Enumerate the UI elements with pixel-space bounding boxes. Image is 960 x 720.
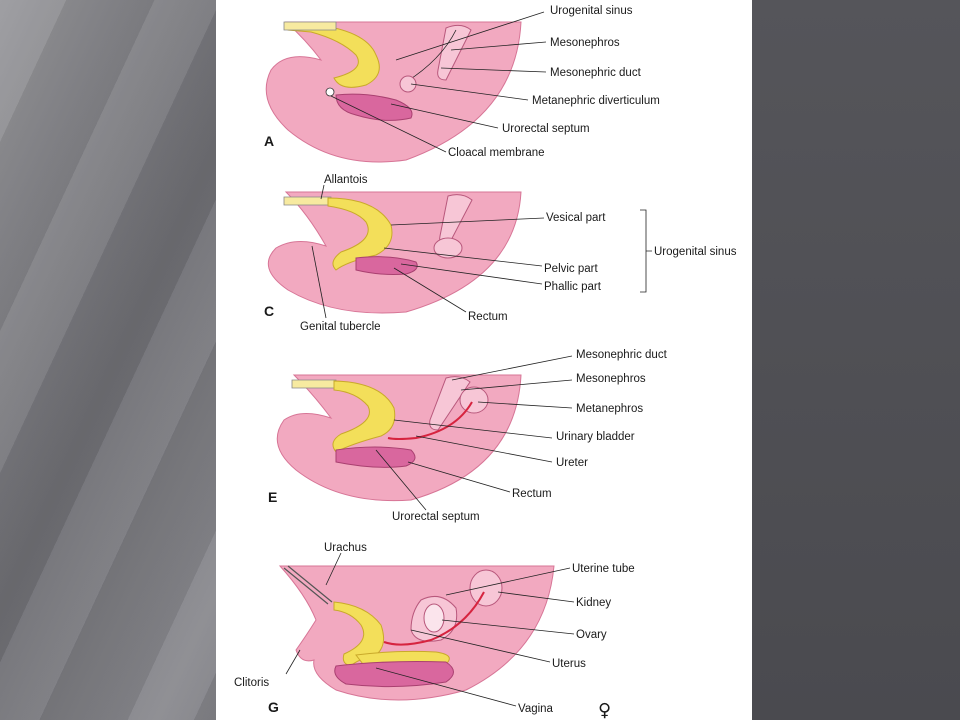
label-urorectal-septum-e: Urorectal septum xyxy=(392,511,480,523)
panel-e-tissue xyxy=(276,374,522,502)
panel-e-metanephros xyxy=(459,386,489,414)
panel-g-rectum xyxy=(334,661,454,688)
panel-a-cloacal-membrane xyxy=(325,87,335,97)
panel-g-leader-kidney xyxy=(497,591,575,603)
panel-a-hindgut xyxy=(335,93,413,121)
panel-c-leader-phallic xyxy=(400,263,543,285)
label-clitoris: Clitoris xyxy=(234,677,269,689)
label-vesical-part: Vesical part xyxy=(546,212,606,224)
panel-c-urogenital-sinus xyxy=(327,197,393,271)
label-uterine-tube: Uterine tube xyxy=(572,563,635,575)
panel-a-tissue xyxy=(265,21,522,163)
panel-g-ovary xyxy=(423,603,445,633)
label-ovary: Ovary xyxy=(576,629,607,641)
panel-e-leader-4 xyxy=(393,419,553,439)
panel-c-tissue xyxy=(267,191,522,314)
panel-a-leader-6 xyxy=(330,95,447,153)
panel-c-leader-pelvic xyxy=(383,247,543,267)
panel-letter-c: C xyxy=(264,303,274,319)
label-cloacal-membrane: Cloacal membrane xyxy=(448,147,545,159)
panel-c-leader-genital xyxy=(311,245,327,319)
panel-g-leader-vagina xyxy=(375,667,517,707)
label-allantois: Allantois xyxy=(324,174,368,186)
label-metanephros: Metanephros xyxy=(576,403,643,415)
panel-letter-a: A xyxy=(264,133,274,149)
panel-e-rectum xyxy=(335,446,416,468)
panel-a-allantois-tube xyxy=(283,21,337,31)
panel-e-leader-3 xyxy=(477,401,573,409)
panel-e-leader-2 xyxy=(460,379,573,391)
label-mesonephros-e: Mesonephros xyxy=(576,373,646,385)
panel-c-leader-allantois xyxy=(320,184,325,200)
figure-page: Urogenital sinus Mesonephros Mesonephric… xyxy=(216,0,752,720)
label-rectum-e: Rectum xyxy=(512,488,552,500)
panel-a-leader-5 xyxy=(390,103,499,129)
panel-g-urachus xyxy=(283,565,333,605)
slide-right-band xyxy=(752,0,960,720)
panel-a-urogenital-sinus xyxy=(287,23,380,88)
panel-a-mesonephros xyxy=(437,24,472,81)
panel-e: Mesonephric duct Mesonephros Metanephros… xyxy=(268,349,668,523)
panel-e-leader-5 xyxy=(415,435,553,463)
panel-g-leader-clitoris xyxy=(285,649,301,675)
panel-c-leader-rectum xyxy=(393,267,467,313)
label-vagina: Vagina xyxy=(518,703,554,715)
panel-a-leader-1 xyxy=(395,11,545,61)
panel-c-leader-vesical xyxy=(390,217,545,226)
label-pelvic-part: Pelvic part xyxy=(544,263,598,275)
panel-a-leader-2 xyxy=(450,41,547,51)
panel-c-rectum xyxy=(355,256,418,275)
panel-a-leader-3 xyxy=(440,67,547,73)
panel-a: Urogenital sinus Mesonephros Mesonephric… xyxy=(264,5,660,163)
label-uterus: Uterus xyxy=(552,658,586,670)
label-urorectal-septum: Urorectal septum xyxy=(502,123,590,135)
panel-g: Urachus Uterine tube Kidney Ovary Uterus… xyxy=(234,542,635,720)
panel-letter-e: E xyxy=(268,489,277,505)
panel-c-allantois-tube xyxy=(283,196,332,206)
panel-e-leader-7 xyxy=(375,449,427,511)
panel-a-metanephric-bud xyxy=(399,75,417,93)
panel-g-leader-urachus xyxy=(325,552,342,586)
label-mesonephros: Mesonephros xyxy=(550,37,620,49)
embryology-figure: Urogenital sinus Mesonephros Mesonephric… xyxy=(234,5,737,720)
label-urachus: Urachus xyxy=(324,542,367,554)
panel-g-leader-uterine-tube xyxy=(445,567,571,596)
panel-e-leader-1 xyxy=(451,355,573,381)
panel-a-leader-4 xyxy=(410,83,529,101)
female-symbol-icon: ♀ xyxy=(598,700,611,720)
label-metanephric-diverticulum: Metanephric diverticulum xyxy=(532,95,660,107)
label-mesonephric-duct: Mesonephric duct xyxy=(550,67,642,79)
panel-letter-g: G xyxy=(268,699,279,715)
panel-c-bracket xyxy=(640,209,652,293)
label-mesonephric-duct-e: Mesonephric duct xyxy=(576,349,668,361)
label-ureter: Ureter xyxy=(556,457,588,469)
panel-c: Allantois Vesical part Pelvic part Phall… xyxy=(264,174,737,333)
panel-g-leader-uterus xyxy=(410,629,551,663)
panel-g-kidney xyxy=(469,569,503,607)
panel-e-allantois-tube xyxy=(291,379,337,389)
label-kidney: Kidney xyxy=(576,597,611,609)
label-phallic-part: Phallic part xyxy=(544,281,602,293)
panel-c-metanephros xyxy=(433,237,463,259)
panel-e-ureter xyxy=(387,401,473,440)
label-rectum-c: Rectum xyxy=(468,311,508,323)
label-urinary-bladder: Urinary bladder xyxy=(556,431,635,443)
label-urogenital-sinus: Urogenital sinus xyxy=(550,5,633,17)
label-urogenital-sinus-bracket: Urogenital sinus xyxy=(654,246,737,258)
panel-g-leader-ovary xyxy=(441,619,575,635)
panel-g-ureter xyxy=(383,591,485,646)
label-genital-tubercle: Genital tubercle xyxy=(300,321,381,333)
panel-e-leader-6 xyxy=(407,461,511,493)
